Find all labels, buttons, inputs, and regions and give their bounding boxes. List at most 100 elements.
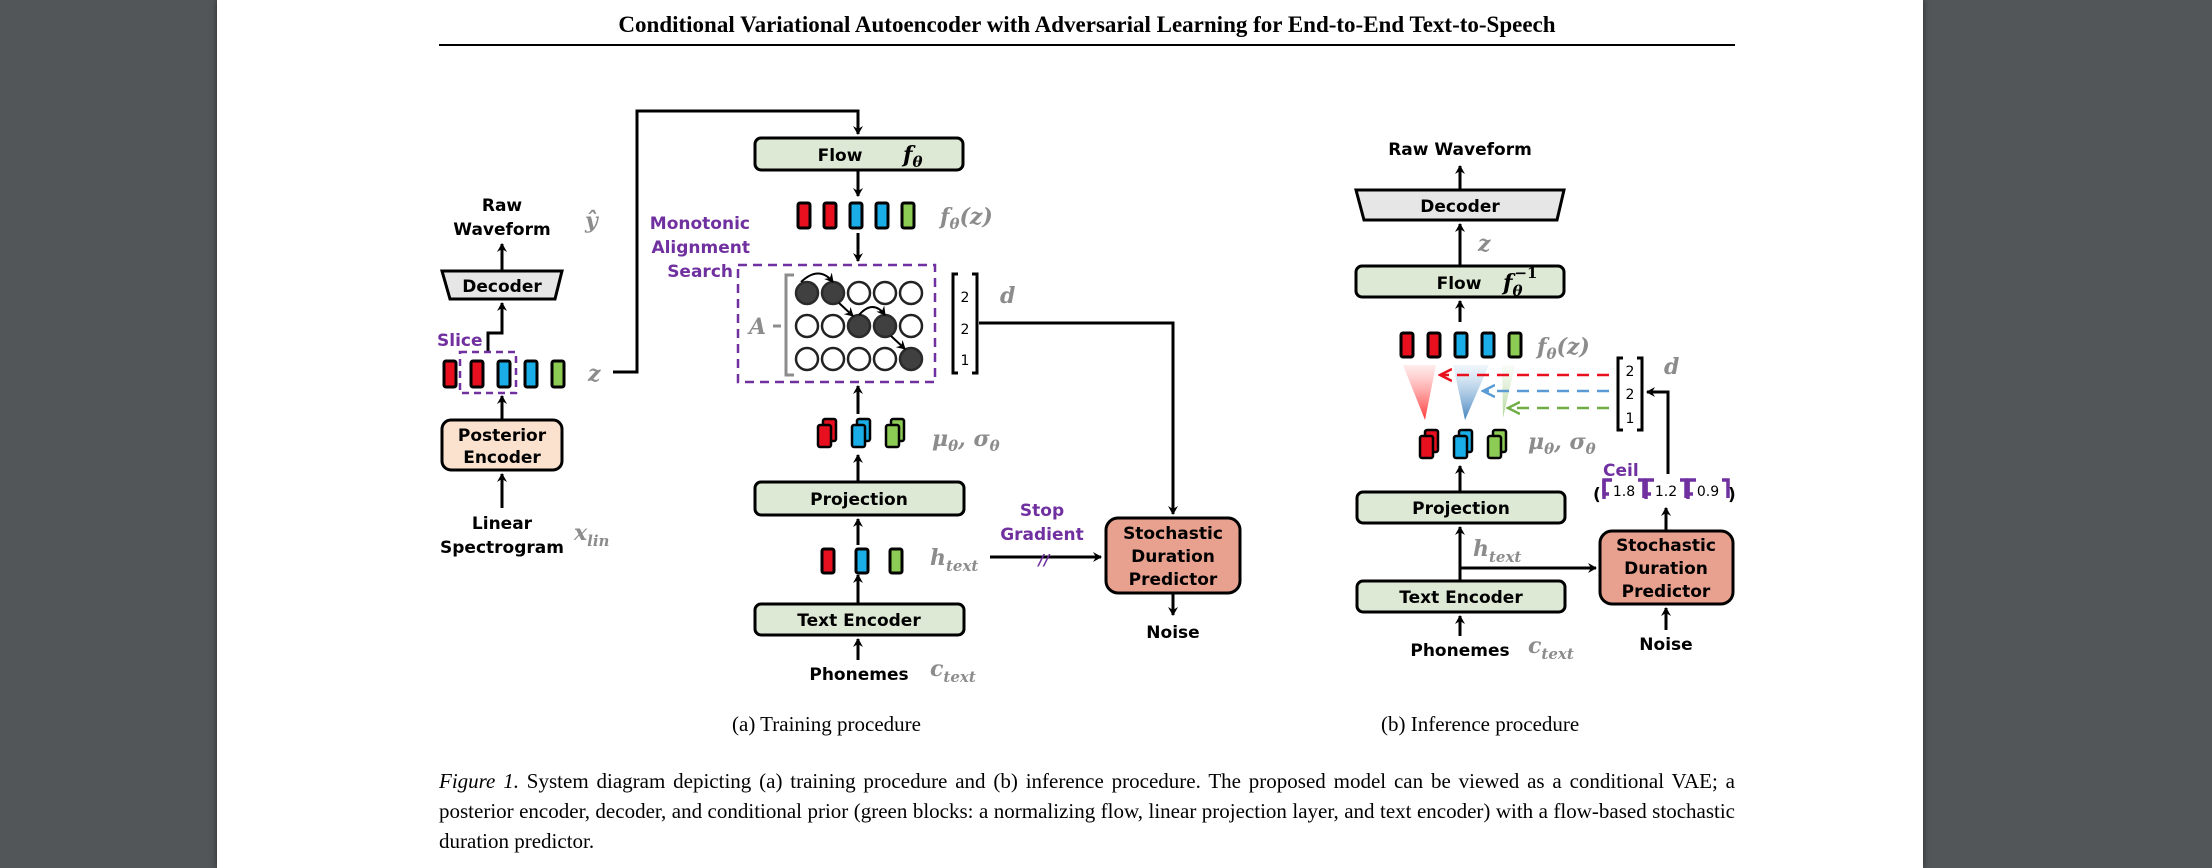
alignment-matrix bbox=[794, 280, 924, 372]
duration-value: 2 bbox=[1626, 387, 1635, 403]
alignment-path-arrow-2 bbox=[838, 302, 854, 317]
distribution-mu-green bbox=[884, 423, 901, 449]
projection-label: Projection bbox=[1412, 499, 1510, 519]
alignment-cell-filled bbox=[794, 280, 820, 306]
ceil-bracket-right bbox=[1680, 478, 1688, 498]
mas-box bbox=[736, 263, 937, 384]
sdp-label-line2: Duration bbox=[1131, 547, 1215, 567]
title-rule bbox=[439, 44, 1735, 46]
sdp-block bbox=[1104, 516, 1242, 595]
h-text-symbol: htext bbox=[930, 545, 978, 575]
flow-inverse-symbol: fθ−1 bbox=[1501, 264, 1538, 300]
c-text-symbol: ctext bbox=[1528, 633, 1574, 663]
text-encoder-block bbox=[1355, 579, 1567, 614]
sdp-label-line1: Stochastic bbox=[1616, 536, 1716, 556]
sdp-label-line1: Stochastic bbox=[1123, 524, 1223, 544]
caption-text: System diagram depicting (a) training pr… bbox=[439, 769, 1735, 853]
vector-blue bbox=[848, 201, 864, 230]
distribution-mu-blue bbox=[850, 423, 867, 449]
projection-block bbox=[1355, 490, 1567, 525]
raw-waveform-label-line1: Raw bbox=[482, 196, 523, 216]
decoder-label: Decoder bbox=[1420, 197, 1500, 217]
arrow-z-to-flow bbox=[613, 109, 863, 374]
linear-spectrogram-label-line2: Spectrogram bbox=[440, 538, 564, 558]
alignment-cell-filled bbox=[872, 313, 898, 339]
vector-red bbox=[442, 359, 458, 389]
stop-gradient-label-line1: Stop bbox=[1020, 501, 1064, 521]
projection-label: Projection bbox=[810, 490, 908, 510]
distribution-mu-blue bbox=[1452, 434, 1469, 460]
raw-waveform-label: Raw Waveform bbox=[1388, 140, 1532, 160]
y-hat-symbol: ŷ bbox=[584, 208, 600, 234]
posterior-encoder-label-line2: Encoder bbox=[463, 448, 541, 468]
vector-red bbox=[822, 201, 838, 230]
alignment-cell-empty bbox=[794, 313, 820, 339]
A-symbol: A bbox=[747, 314, 766, 340]
ceil-values: (1.8 1.2 0.9) bbox=[1593, 478, 1736, 505]
duration-bracket-right bbox=[1637, 356, 1644, 432]
slice-window bbox=[458, 350, 518, 395]
ceil-label: Ceil bbox=[1603, 461, 1639, 481]
vector-green bbox=[1507, 331, 1523, 359]
duration-value: 2 bbox=[961, 322, 970, 338]
text-encoder-label: Text Encoder bbox=[1399, 588, 1523, 608]
vector-green-htext bbox=[888, 547, 904, 575]
flow-label: Flow bbox=[1437, 274, 1482, 294]
ceil-paren-close: ) bbox=[1728, 485, 1736, 505]
alignment-cell-empty bbox=[846, 346, 872, 372]
vector-blue-htext bbox=[854, 547, 870, 575]
mas-label-line3: Search bbox=[667, 262, 733, 282]
mu-sigma-symbol: μθ, σθ bbox=[932, 426, 1000, 455]
ceil-value: 0.9 bbox=[1697, 484, 1719, 500]
alignment-cell-empty bbox=[820, 313, 846, 339]
z-symbol: z bbox=[587, 361, 601, 387]
slice-label: Slice bbox=[437, 331, 483, 351]
duration-bracket-right bbox=[972, 272, 979, 375]
sdp-label-line3: Predictor bbox=[1622, 582, 1711, 602]
vector-red bbox=[1399, 331, 1415, 359]
arrow-d-to-sdp bbox=[979, 321, 1178, 515]
decoder-block bbox=[1354, 188, 1566, 222]
flow-inverse-block bbox=[1354, 264, 1566, 299]
distribution-mu-red bbox=[1418, 434, 1435, 460]
vector-blue bbox=[523, 359, 539, 389]
projection-block bbox=[753, 480, 966, 517]
h-text-vectors bbox=[820, 547, 904, 575]
posterior-encoder-label-line1: Posterior bbox=[458, 426, 547, 446]
alignment-cell-empty bbox=[898, 280, 924, 306]
alignment-cell-empty bbox=[846, 280, 872, 306]
alignment-cell-empty bbox=[872, 280, 898, 306]
mu-sigma-vectors bbox=[816, 417, 906, 449]
flow-f-theta-symbol: fθ bbox=[901, 142, 922, 171]
alignment-cell-filled bbox=[846, 313, 872, 339]
ceil-value: 1.8 bbox=[1613, 484, 1635, 500]
vector-blue bbox=[496, 359, 512, 389]
alignment-path-arrow-3 bbox=[858, 305, 886, 316]
arrow-ceil-to-d bbox=[1646, 387, 1670, 474]
stop-gradient-mark: // bbox=[1037, 551, 1051, 569]
ceil-bracket-right bbox=[1722, 478, 1730, 498]
decoder-block bbox=[440, 269, 564, 301]
duration-bracket-left bbox=[1616, 356, 1623, 432]
d-symbol: d bbox=[1000, 283, 1015, 309]
phonemes-label: Phonemes bbox=[809, 665, 908, 685]
alignment-cell-empty bbox=[872, 346, 898, 372]
ceil-paren-open: ( bbox=[1593, 485, 1601, 505]
A-bracket bbox=[784, 273, 794, 377]
vector-blue bbox=[1453, 331, 1469, 359]
z-symbol: z bbox=[1477, 231, 1491, 257]
d-symbol: d bbox=[1664, 354, 1679, 380]
flow-block bbox=[753, 136, 965, 172]
f-theta-z-vectors bbox=[1399, 331, 1523, 359]
ceil-value: 1.2 bbox=[1655, 484, 1677, 500]
linear-spectrogram-label-line1: Linear bbox=[472, 514, 533, 534]
alignment-cell-empty bbox=[794, 346, 820, 372]
vector-blue bbox=[1480, 331, 1496, 359]
inference-diagram: Raw Waveform Decoder z Flow fθ−1 fθ(z) 2… bbox=[1354, 140, 1736, 663]
sdp-block bbox=[1598, 529, 1735, 606]
subcaption-training: (a) Training procedure bbox=[732, 712, 921, 736]
vector-green bbox=[900, 201, 916, 230]
mas-label-line1: Monotonic bbox=[650, 214, 750, 234]
f-theta-z-symbol: fθ(z) bbox=[1535, 334, 1590, 363]
alignment-path-arrow-4 bbox=[890, 335, 906, 350]
